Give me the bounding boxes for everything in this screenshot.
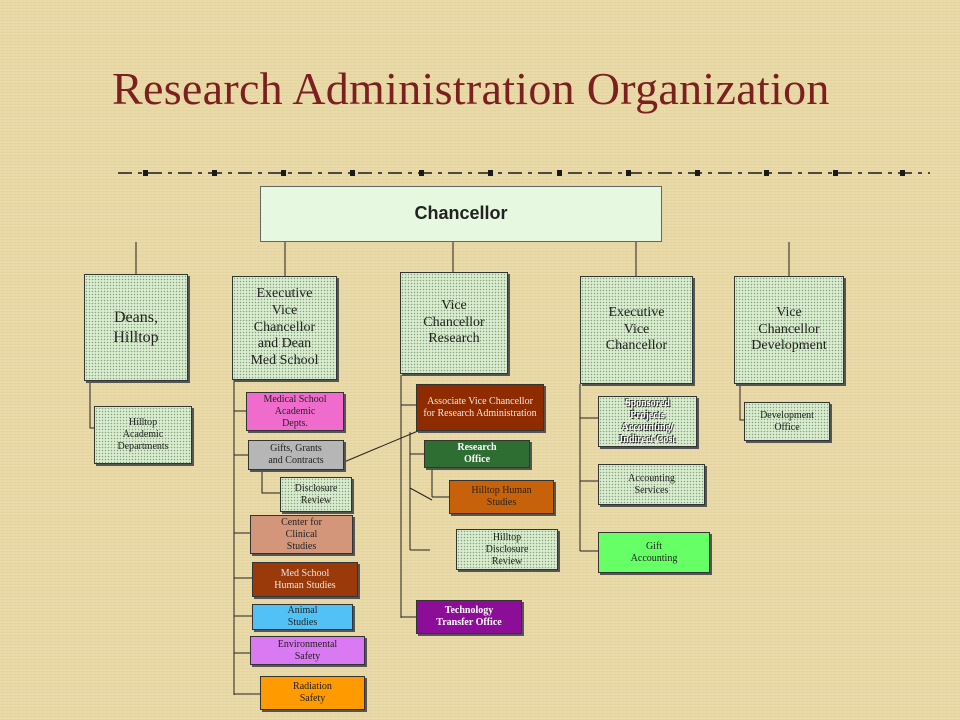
- accounting-services-box: Accounting Services: [598, 464, 705, 505]
- radiation-safety-box: Radiation Safety: [260, 676, 365, 710]
- associate-vice-chancellor-research-admin-box: Associate Vice Chancellor for Research A…: [416, 384, 544, 431]
- chancellor-label: Chancellor: [414, 203, 508, 224]
- hilltop-academic-departments-box: Hilltop Academic Departments: [94, 406, 192, 464]
- gifts-grants-contracts-box: Gifts, Grants and Contracts: [248, 440, 344, 470]
- evc-label: Executive Vice Chancellor: [605, 304, 668, 354]
- center-for-clinical-studies-label: Center for Clinical Studies: [281, 516, 322, 552]
- associate-vice-chancellor-research-admin-label: Associate Vice Chancellor for Research A…: [423, 395, 537, 419]
- disclosure-review-label: Disclosure Review: [294, 482, 338, 506]
- gift-accounting-label: Gift Accounting: [630, 540, 678, 564]
- gifts-grants-contracts-label: Gifts, Grants and Contracts: [268, 443, 324, 466]
- sponsored-projects-accounting-label: Sponsored Projects Accounting/ Indirect …: [619, 397, 676, 445]
- med-school-human-studies-label: Med School Human Studies: [274, 567, 336, 591]
- med-school-human-studies-box: Med School Human Studies: [252, 562, 358, 597]
- chancellor-box: Chancellor: [260, 186, 662, 242]
- evc-med-school-box: Executive Vice Chancellor and Dean Med S…: [232, 276, 337, 380]
- radiation-safety-label: Radiation Safety: [293, 681, 332, 704]
- page-title: Research Administration Organization: [112, 63, 830, 114]
- vc-research-box: Vice Chancellor Research: [400, 272, 508, 374]
- evc-box: Executive Vice Chancellor: [580, 276, 693, 384]
- technology-transfer-office-label: Technology Transfer Office: [436, 605, 502, 628]
- hilltop-human-studies-box: Hilltop Human Studies: [449, 480, 554, 514]
- hilltop-human-studies-label: Hilltop Human Studies: [471, 485, 532, 508]
- deans-hilltop-box: Deans, Hilltop: [84, 274, 188, 381]
- vc-development-box: Vice Chancellor Development: [734, 276, 844, 384]
- hilltop-disclosure-review-label: Hilltop Disclosure Review: [485, 531, 529, 567]
- deans-hilltop-label: Deans, Hilltop: [113, 309, 159, 346]
- sponsored-projects-accounting-box: Sponsored Projects Accounting/ Indirect …: [598, 396, 697, 447]
- disclosure-review-box: Disclosure Review: [280, 477, 352, 512]
- title-divider: [118, 170, 930, 176]
- environmental-safety-label: Environmental Safety: [277, 638, 338, 662]
- hilltop-academic-departments-label: Hilltop Academic Departments: [117, 417, 169, 452]
- research-office-label: Research Office: [457, 442, 497, 465]
- vc-development-label: Vice Chancellor Development: [751, 304, 827, 354]
- gift-accounting-box: Gift Accounting: [598, 532, 710, 573]
- center-for-clinical-studies-box: Center for Clinical Studies: [250, 515, 353, 554]
- research-office-box: Research Office: [424, 440, 530, 468]
- development-office-label: Development Office: [760, 409, 814, 433]
- environmental-safety-box: Environmental Safety: [250, 636, 365, 665]
- medical-school-academic-depts-label: Medical School Academic Depts.: [263, 393, 327, 429]
- animal-studies-box: Animal Studies: [252, 604, 353, 630]
- development-office-box: Development Office: [744, 402, 830, 441]
- accounting-services-label: Accounting Services: [628, 472, 675, 496]
- animal-studies-label: Animal Studies: [287, 605, 318, 628]
- medical-school-academic-depts-box: Medical School Academic Depts.: [246, 392, 344, 431]
- hilltop-disclosure-review-box: Hilltop Disclosure Review: [456, 529, 558, 570]
- technology-transfer-office-box: Technology Transfer Office: [416, 600, 522, 634]
- evc-med-school-label: Executive Vice Chancellor and Dean Med S…: [250, 286, 319, 369]
- vc-research-label: Vice Chancellor Research: [423, 297, 485, 347]
